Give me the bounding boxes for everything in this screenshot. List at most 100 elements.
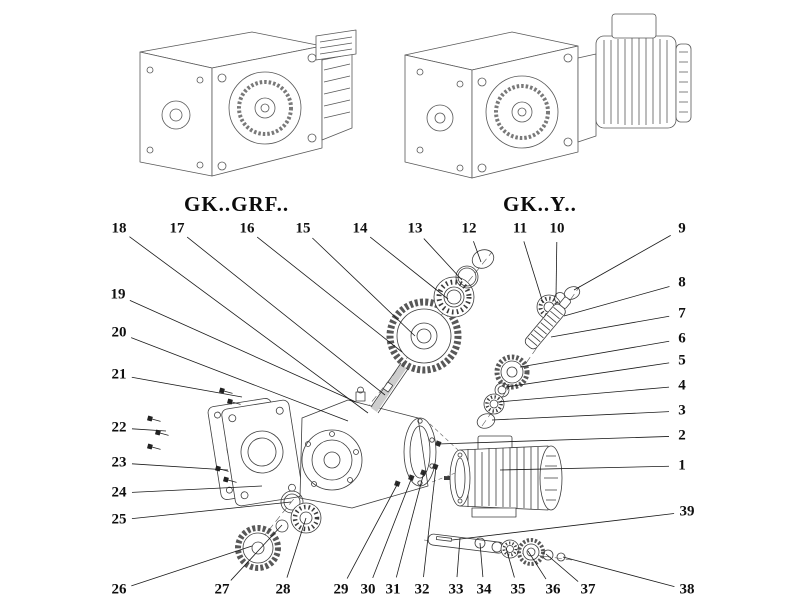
- leader-line-17: [187, 237, 385, 395]
- part-label-29: 29: [333, 581, 349, 598]
- part-label-3: 3: [678, 402, 686, 419]
- leader-line-14: [370, 237, 448, 299]
- leader-line-30: [373, 477, 412, 578]
- leader-line-19: [130, 300, 356, 402]
- output-snap-ring: [276, 520, 288, 532]
- leader-line-21: [132, 377, 242, 397]
- part-label-5: 5: [678, 352, 686, 369]
- part-label-32: 32: [414, 581, 430, 598]
- leader-line-16: [257, 237, 402, 352]
- leader-line-38: [563, 557, 674, 587]
- exploded-assembly-drawing: [147, 247, 581, 568]
- part-label-37: 37: [580, 581, 596, 598]
- leader-line-3: [492, 412, 669, 420]
- output-gear: [238, 528, 278, 568]
- part-label-25: 25: [111, 511, 127, 528]
- part-label-9: 9: [678, 220, 686, 237]
- leader-line-5: [506, 363, 669, 387]
- part-label-2: 2: [678, 427, 686, 444]
- part-label-6: 6: [678, 330, 686, 347]
- part-label-17: 17: [169, 220, 185, 237]
- part-label-33: 33: [448, 581, 464, 598]
- part-label-8: 8: [678, 274, 686, 291]
- part-label-19: 19: [110, 286, 126, 303]
- leader-lines: [129, 235, 674, 586]
- leader-line-39: [452, 514, 674, 540]
- part-label-18: 18: [111, 220, 127, 237]
- part-label-28: 28: [275, 581, 291, 598]
- leader-line-37: [546, 554, 578, 582]
- assembly-guide-dashes: [430, 424, 458, 482]
- leader-line-36: [528, 551, 546, 579]
- part-label-1: 1: [678, 457, 686, 474]
- leader-line-23: [132, 464, 228, 470]
- leader-line-11: [524, 241, 543, 303]
- part-label-14: 14: [352, 220, 368, 237]
- part-label-27: 27: [214, 581, 230, 598]
- input-shaft: [371, 363, 408, 413]
- pinion-shaft: [523, 294, 574, 350]
- leader-line-15: [312, 238, 415, 336]
- part-label-22: 22: [111, 419, 127, 436]
- leader-line-18: [129, 237, 368, 413]
- part-label-13: 13: [407, 220, 423, 237]
- leader-line-32: [423, 467, 436, 577]
- part-label-34: 34: [476, 581, 492, 598]
- snap-ring: [475, 411, 497, 430]
- electric-motor: [444, 436, 562, 517]
- part-label-20: 20: [111, 324, 127, 341]
- leader-line-13: [424, 239, 462, 280]
- flange-plate: [221, 399, 303, 506]
- leader-line-9: [574, 235, 671, 290]
- part-label-23: 23: [111, 454, 127, 471]
- small-bearing-lower: [484, 394, 504, 414]
- leader-line-34: [480, 543, 483, 577]
- part-label-36: 36: [545, 581, 561, 598]
- leader-line-25: [132, 502, 291, 519]
- part-label-4: 4: [678, 377, 686, 394]
- part-label-26: 26: [111, 581, 127, 598]
- leader-line-31: [396, 472, 424, 577]
- part-label-10: 10: [549, 220, 565, 237]
- gearbox-grf-assembled-drawing: [140, 30, 356, 176]
- leader-line-27: [231, 525, 282, 580]
- leader-line-4: [498, 387, 669, 402]
- leader-line-35: [506, 548, 514, 578]
- part-label-11: 11: [512, 220, 528, 237]
- title-gk-y: GK..Y..: [503, 192, 577, 216]
- part-label-39: 39: [679, 503, 695, 520]
- leader-line-12: [473, 241, 481, 262]
- leader-line-24: [132, 486, 262, 492]
- part-label-21: 21: [111, 366, 127, 383]
- leader-line-1: [500, 466, 669, 470]
- large-gear: [390, 302, 458, 370]
- leader-line-28: [287, 518, 306, 578]
- part-label-38: 38: [679, 581, 695, 598]
- title-gk-grf: GK..GRF..: [184, 192, 290, 216]
- part-label-35: 35: [510, 581, 526, 598]
- leader-line-33: [457, 538, 460, 577]
- leader-line-10: [556, 242, 557, 297]
- o-ring: [469, 247, 496, 272]
- part-label-12: 12: [461, 220, 477, 237]
- seal-ring-small: [562, 284, 581, 301]
- leader-line-20: [131, 338, 348, 421]
- part-label-16: 16: [239, 220, 255, 237]
- leader-line-7: [551, 316, 669, 337]
- retaining-ring: [456, 266, 478, 288]
- leader-line-29: [347, 483, 398, 579]
- leader-line-22: [132, 429, 166, 431]
- gearbox-y-assembled-drawing: [405, 14, 691, 178]
- part-label-30: 30: [360, 581, 376, 598]
- leader-line-2: [438, 436, 669, 444]
- part-label-24: 24: [111, 484, 127, 501]
- washer: [495, 383, 509, 397]
- leader-line-6: [520, 341, 669, 367]
- part-label-31: 31: [385, 581, 401, 598]
- part-label-15: 15: [295, 220, 311, 237]
- gear-housing: [300, 387, 436, 508]
- small-gear: [497, 357, 527, 387]
- leader-line-26: [131, 546, 252, 586]
